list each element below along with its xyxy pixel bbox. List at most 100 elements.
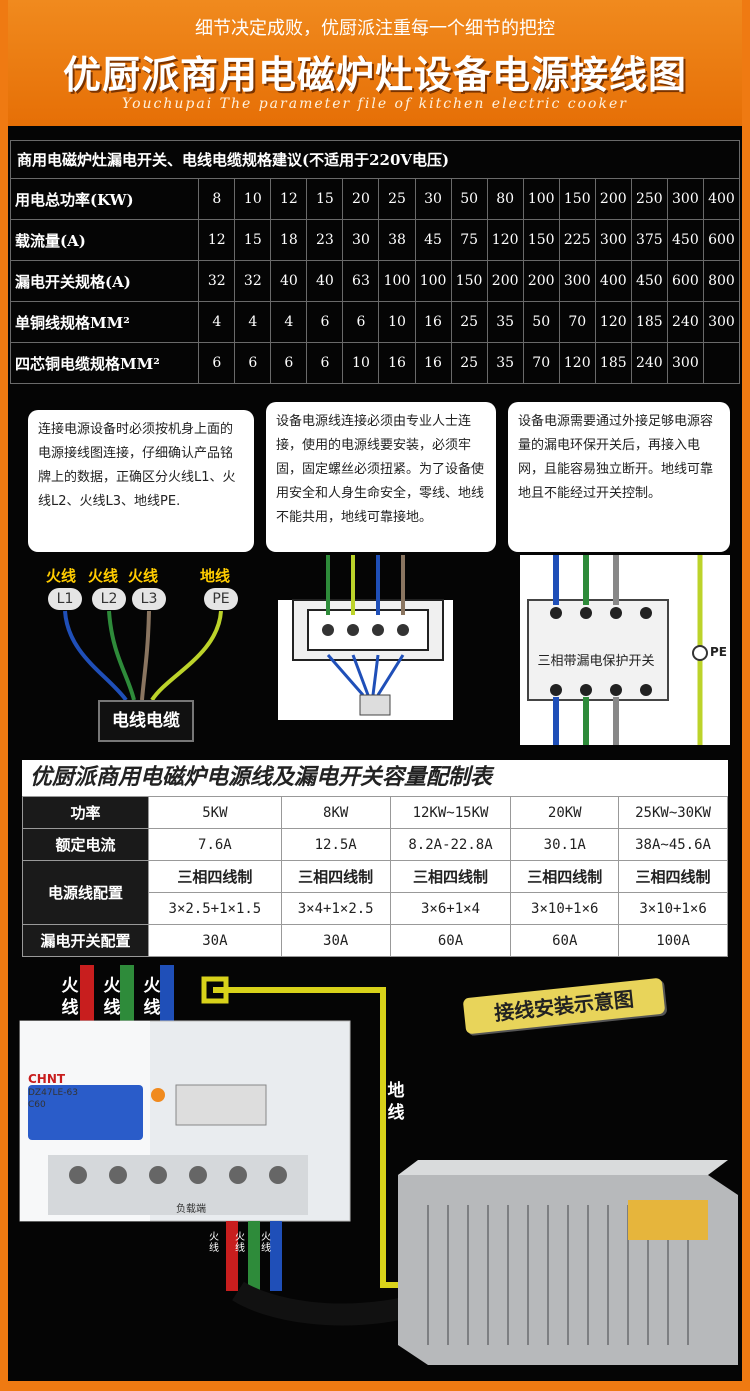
screw-icon xyxy=(550,607,562,619)
subtitle: Youchupai The parameter file of kitchen … xyxy=(122,96,628,112)
breaker-brand: CHNT xyxy=(28,1072,66,1086)
cooker-warning-label xyxy=(628,1200,708,1240)
tagline: 细节决定成败，优厨派注重每一个细节的把控 xyxy=(195,18,555,39)
table-cell: 6 xyxy=(306,301,344,343)
red-wire xyxy=(80,965,94,1025)
ground-label: 地线 xyxy=(387,1081,405,1123)
table-cell: 400 xyxy=(702,178,741,220)
table-cell: 45 xyxy=(414,219,452,261)
table-cell: 60A xyxy=(510,924,620,957)
table-cell: 7.6A xyxy=(148,828,282,861)
table-cell: 300 xyxy=(666,342,704,384)
table-cell: 6 xyxy=(198,342,236,384)
table-row: 漏电开关规格(A) 32 32 40 40 63 100 100 150 200… xyxy=(9,260,741,302)
screw-icon xyxy=(397,624,409,636)
capacity-table: 功率 5KW 8KW 12KW~15KW 20KW 25KW~30KW 额定电流… xyxy=(22,796,728,957)
table-cell: 25 xyxy=(450,342,488,384)
row-header: 用电总功率(KW) xyxy=(9,178,200,220)
table-row: 四芯铜电缆规格MM² 6 6 6 6 10 16 16 25 35 70 120… xyxy=(9,342,741,384)
terminal-l1: L1 xyxy=(48,588,82,610)
screw-icon xyxy=(229,1166,247,1184)
table-cell: 70 xyxy=(558,301,596,343)
table-cell: 100 xyxy=(522,178,560,220)
bottom-fire-label-3: 火线 xyxy=(261,1232,271,1254)
table-cell: 70 xyxy=(522,342,560,384)
table-cell: 10 xyxy=(378,301,416,343)
terminal-l3: L3 xyxy=(132,588,166,610)
table-cell xyxy=(702,342,741,384)
table-row: 单铜线规格MM² 4 4 4 6 6 10 16 25 35 50 70 120… xyxy=(9,301,741,343)
table-cell: 6 xyxy=(270,342,308,384)
table-cell: 18 xyxy=(270,219,308,261)
table-cell: 23 xyxy=(306,219,344,261)
table-cell: 30.1A xyxy=(510,828,620,861)
table-cell: 6 xyxy=(342,301,380,343)
table-cell: 三相四线制 xyxy=(148,860,282,893)
table-cell: 16 xyxy=(378,342,416,384)
table-cell: 30 xyxy=(342,219,380,261)
green-wire xyxy=(120,965,134,1025)
wire-label-l1: 火线 xyxy=(46,567,77,585)
table-cell: 50 xyxy=(450,178,488,220)
table-cell: 6 xyxy=(306,342,344,384)
page-title: 优厨派商用电磁炉灶设备电源接线图 xyxy=(62,53,687,97)
table-cell: 25KW~30KW xyxy=(618,796,728,829)
pe-label: PE xyxy=(710,645,727,659)
breaker-handles xyxy=(28,1085,143,1140)
cable-clamp xyxy=(359,694,391,716)
fire-label-1: 火线 xyxy=(61,976,79,1018)
table-cell: 250 xyxy=(630,178,668,220)
pe-terminal-icon xyxy=(692,645,708,661)
table-cell: 450 xyxy=(630,260,668,302)
screw-icon xyxy=(109,1166,127,1184)
table-cell: 3×4+1×2.5 xyxy=(280,892,391,925)
table-cell: 120 xyxy=(558,342,596,384)
table-cell: 40 xyxy=(306,260,344,302)
table-cell: 8.2A-22.8A xyxy=(389,828,512,861)
table-cell: 12 xyxy=(270,178,308,220)
table-cell: 240 xyxy=(630,342,668,384)
table-cell: 150 xyxy=(450,260,488,302)
table-cell: 12KW~15KW xyxy=(389,796,512,829)
screw-icon xyxy=(580,607,592,619)
terminal-pe: PE xyxy=(204,588,238,610)
brown-wire xyxy=(140,610,151,701)
breaker-load-side: 负载端 xyxy=(176,1204,206,1215)
table-cell: 3×6+1×4 xyxy=(389,892,512,925)
table-cell: 16 xyxy=(414,301,452,343)
table-cell: 12 xyxy=(198,219,236,261)
blue-wire-out xyxy=(270,1221,282,1291)
table-cell: 三相四线制 xyxy=(510,860,620,893)
table-cell: 3×10+1×6 xyxy=(510,892,620,925)
table-cell: 3×2.5+1×1.5 xyxy=(148,892,282,925)
table-cell: 300 xyxy=(558,260,596,302)
table-cell: 32 xyxy=(198,260,236,302)
table-cell: 185 xyxy=(594,342,632,384)
table-row: 功率 5KW 8KW 12KW~15KW 20KW 25KW~30KW xyxy=(22,796,728,829)
green-wire xyxy=(107,610,136,701)
table-cell: 25 xyxy=(450,301,488,343)
install-scene-svg xyxy=(19,965,738,1365)
table-cell: 4 xyxy=(270,301,308,343)
screw-icon xyxy=(372,624,384,636)
screw-icon xyxy=(640,684,652,696)
table-cell: 63 xyxy=(342,260,380,302)
screw-icon xyxy=(610,684,622,696)
wire-label-l3: 火线 xyxy=(128,567,159,585)
breaker-terminals xyxy=(48,1155,308,1215)
spec-table-caption: 商用电磁炉灶漏电开关、电线电缆规格建议(不适用于220V电压) xyxy=(10,140,740,179)
cooker-lid xyxy=(398,1160,728,1175)
table-cell: 12.5A xyxy=(280,828,391,861)
table-cell: 3×10+1×6 xyxy=(618,892,728,925)
note-leakage-switch: 设备电源需要通过外接足够电源容量的漏电环保开关后，再接入电网，且能容易独立断开。… xyxy=(508,402,730,552)
table-cell: 300 xyxy=(594,219,632,261)
table-row: 载流量(A) 12 15 18 23 30 38 45 75 120 150 2… xyxy=(9,219,741,261)
row-header: 四芯铜电缆规格MM² xyxy=(9,342,200,384)
note-wiring-diagram: 连接电源设备时必须按机身上面的电源接线图连接，仔细确认产品铭牌上的数据，正确区分… xyxy=(28,410,254,552)
table-cell: 100A xyxy=(618,924,728,957)
table-cell: 15 xyxy=(306,178,344,220)
row-header: 单铜线规格MM² xyxy=(9,301,200,343)
table-cell: 6 xyxy=(234,342,272,384)
screw-icon xyxy=(69,1166,87,1184)
